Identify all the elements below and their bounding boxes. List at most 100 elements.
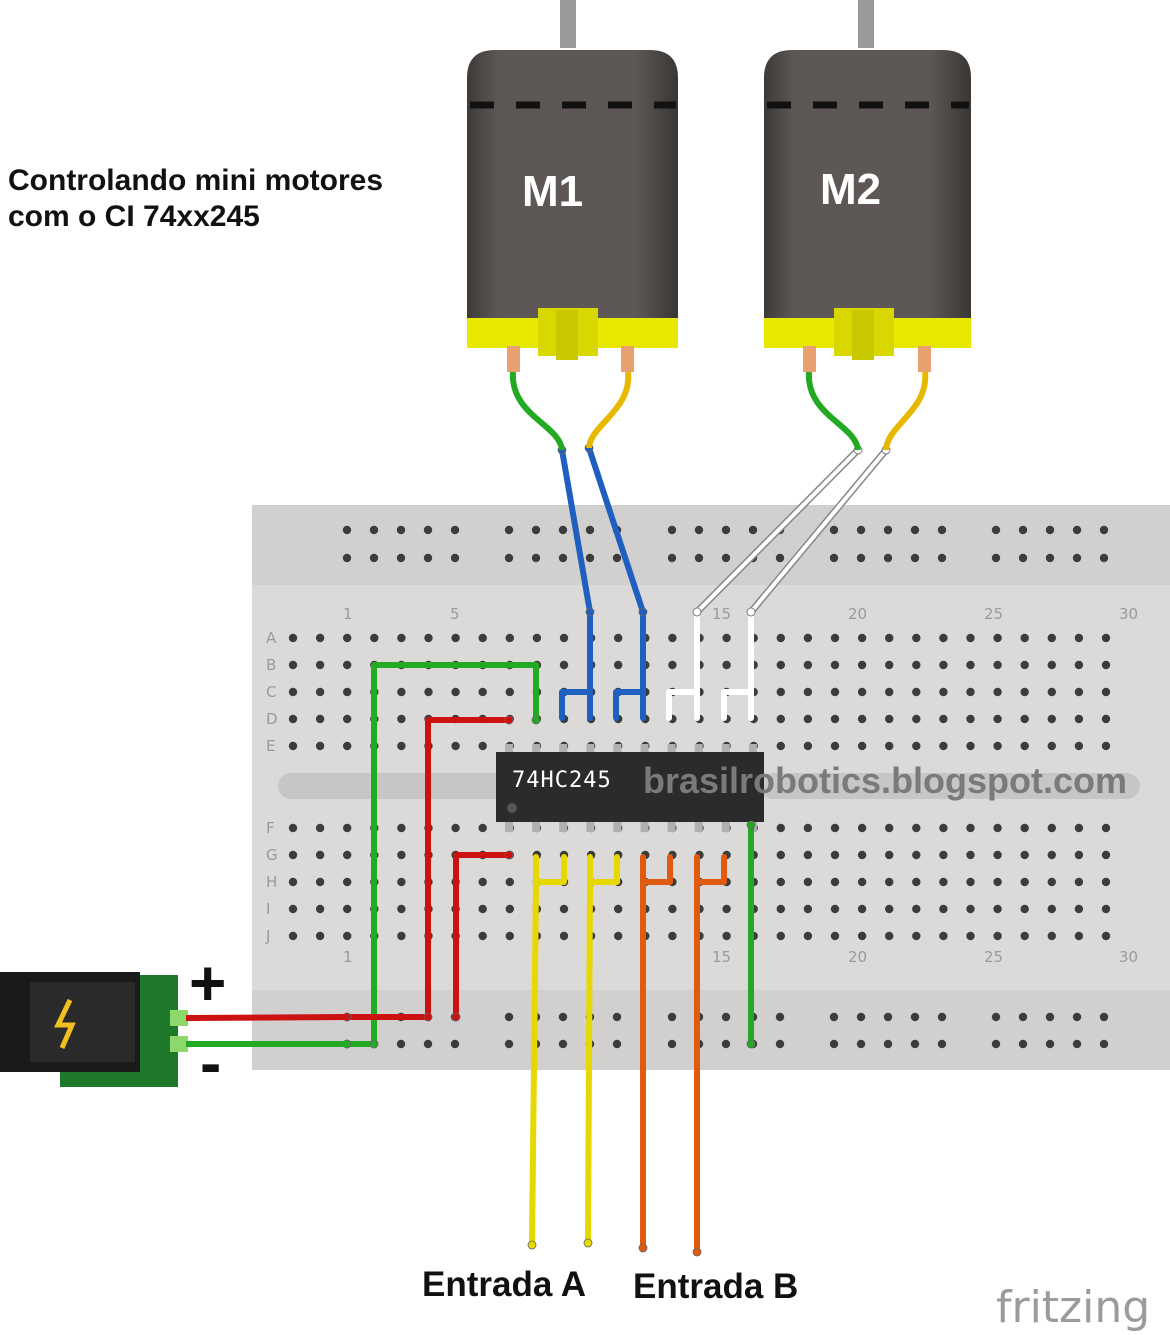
wire-end-dot: [746, 607, 756, 617]
breadboard-hole: [397, 741, 406, 751]
diagram-title-line-2: com o CI 74xx245: [8, 200, 260, 233]
breadboard-hole: [1101, 931, 1111, 941]
breadboard-hole: [939, 904, 948, 914]
breadboard-hole: [912, 741, 921, 751]
breadboard-hole: [966, 877, 975, 887]
breadboard-hole: [478, 877, 487, 887]
breadboard-hole: [288, 660, 298, 670]
breadboard-hole: [830, 741, 840, 751]
breadboard-hole: [315, 714, 325, 724]
rail-hole: [937, 525, 947, 535]
motor-m2-label: M2: [820, 165, 881, 214]
rail-hole: [1099, 553, 1109, 563]
breadboard-hole: [1020, 931, 1029, 941]
col-number-20: 20: [848, 605, 867, 623]
breadboard-hole: [1074, 741, 1084, 751]
breadboard-hole: [505, 877, 514, 887]
breadboard-hole: [1074, 660, 1084, 670]
breadboard-hole: [397, 633, 406, 643]
rail-hole: [910, 553, 920, 563]
wire-end-dot: [746, 820, 756, 830]
rail-hole: [558, 553, 568, 563]
breadboard-hole: [1020, 823, 1029, 833]
rail-hole: [721, 1012, 731, 1022]
rail-hole: [856, 1012, 866, 1022]
rail-hole: [775, 553, 785, 563]
col-number-25-bottom: 25: [984, 948, 1003, 966]
breadboard-hole: [614, 931, 623, 941]
breadboard-hole: [885, 741, 894, 751]
wire-end-dot: [504, 715, 514, 725]
plus-label: +: [189, 947, 226, 1019]
rail-hole: [1099, 1039, 1109, 1049]
breadboard-hole: [424, 687, 433, 697]
rail-hole: [748, 525, 758, 535]
breadboard-hole: [343, 931, 352, 941]
row-label-f: F: [266, 819, 275, 837]
breadboard-hole: [1074, 931, 1084, 941]
breadboard-hole: [397, 687, 406, 697]
wire-red-top: [344, 717, 512, 1020]
breadboard-hole: [803, 687, 813, 697]
col-number-15: 15: [712, 605, 731, 623]
wire-yellow-input-1: [529, 879, 539, 1248]
rail-hole: [667, 1039, 677, 1049]
breadboard-hole: [776, 714, 785, 724]
breadboard-hole: [885, 931, 894, 941]
wire-end-dot: [638, 607, 648, 617]
breadboard-hole: [1101, 741, 1111, 751]
rail-hole: [531, 553, 541, 563]
breadboard-hole: [830, 877, 840, 887]
breadboard-hole: [478, 823, 487, 833]
breadboard-hole: [668, 660, 677, 670]
breadboard-hole: [559, 633, 569, 643]
breadboard-hole: [1047, 741, 1057, 751]
rail-hole: [883, 553, 893, 563]
breadboard-hole: [803, 823, 813, 833]
rail-hole: [450, 1039, 460, 1049]
breadboard-hole: [1101, 687, 1111, 697]
row-label-c: C: [266, 683, 276, 701]
breadboard-hole: [505, 931, 514, 941]
col-number-1-bottom: 1: [343, 948, 353, 966]
breadboard-hole: [315, 660, 325, 670]
breadboard-hole: [939, 741, 948, 751]
breadboard-hole: [505, 633, 514, 643]
rail-hole: [937, 1012, 947, 1022]
rail-hole: [585, 525, 595, 535]
chip-pin: [721, 744, 730, 754]
breadboard-hole: [1101, 850, 1111, 860]
wire-end-dot: [692, 607, 702, 617]
breadboard-hole: [966, 904, 975, 914]
breadboard-hole: [993, 687, 1002, 697]
rail-hole: [423, 525, 433, 535]
breadboard-hole: [966, 714, 975, 724]
wire-blue-1: [559, 689, 593, 721]
motor-m1-label: M1: [522, 167, 583, 216]
breadboard-hole: [1101, 660, 1111, 670]
breadboard-hole: [993, 714, 1002, 724]
wire-white-motor2-b-core: [749, 448, 888, 614]
breadboard-center-channel: [278, 773, 508, 799]
breadboard-hole: [722, 633, 731, 643]
breadboard-hole: [993, 850, 1002, 860]
breadboard-hole: [343, 823, 352, 833]
breadboard-hole: [857, 823, 867, 833]
breadboard-hole: [776, 633, 785, 643]
breadboard-hole: [668, 931, 677, 941]
breadboard-hole: [343, 850, 352, 860]
breadboard-hole: [1047, 904, 1057, 914]
chip-pin: [667, 822, 676, 832]
breadboard-hole: [857, 931, 867, 941]
breadboard-hole: [343, 877, 352, 887]
motor-m1-lead-yellow: [586, 371, 632, 449]
breadboard-hole: [939, 714, 948, 724]
chip-pin: [586, 744, 595, 754]
breadboard-hole: [1047, 660, 1057, 670]
wire-yellow-input-2: [585, 879, 593, 1246]
breadboard-column-numbers-bottom: 1 15 20 25 30: [343, 948, 1138, 966]
breadboard-hole: [451, 823, 460, 833]
rail-hole: [991, 1039, 1001, 1049]
breadboard-hole: [668, 633, 677, 643]
breadboard-hole: [1047, 633, 1057, 643]
